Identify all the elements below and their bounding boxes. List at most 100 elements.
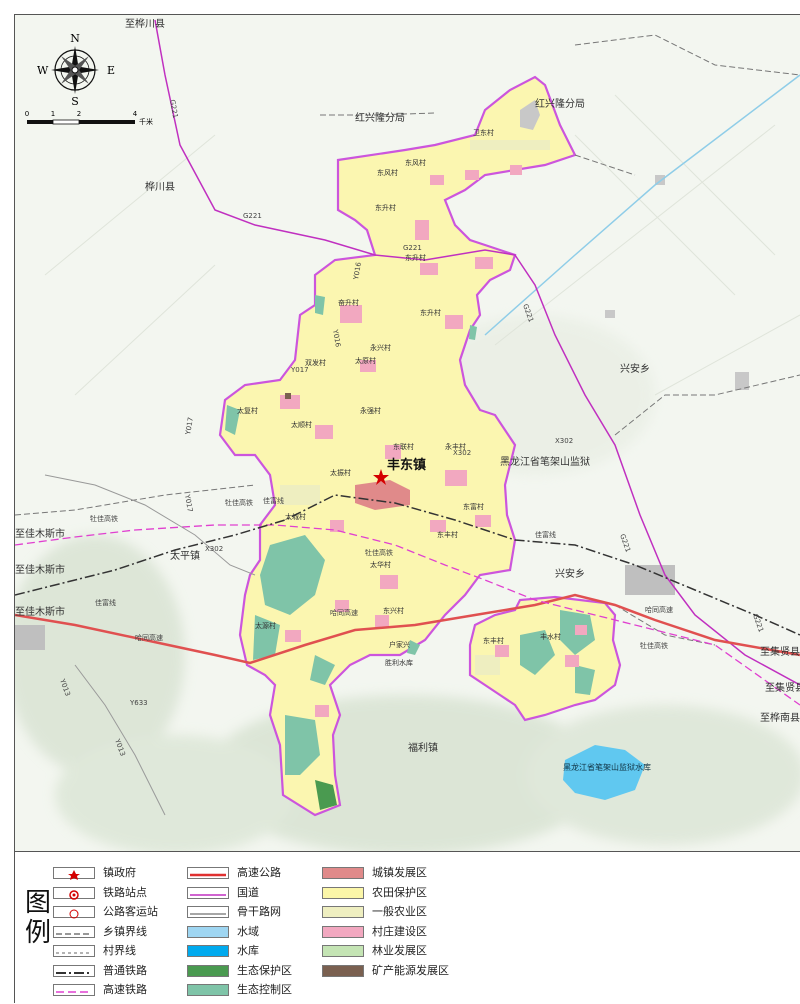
road-y017-2: Y017 [184, 417, 195, 437]
legend-item-label: 村庄建设区 [372, 924, 427, 938]
national-road-icon [187, 886, 229, 899]
compass-e: E [107, 64, 115, 77]
label-huachuan: 桦川县 [145, 180, 175, 193]
legend: 图例 镇政府铁路站点公路客运站乡镇界线村界线普通铁路高速铁路高速公路国道骨干路网… [15, 851, 800, 1004]
legend-item-label: 乡镇界线 [103, 924, 147, 938]
general-agri-areas [280, 140, 550, 675]
village-dongsheng-1: 东升村 [375, 203, 396, 212]
scale-tick-1: 1 [51, 110, 55, 118]
urban-development-area [355, 480, 410, 510]
eco-protection-area [315, 780, 337, 810]
map-canvas: N S E W 0 1 2 4 千米 丰东镇 至桦川县 红兴隆分局 红兴隆分局 … [15, 15, 800, 851]
road-y017-1: Y017 [290, 366, 309, 374]
legend-item-label: 农田保护区 [372, 885, 427, 899]
hsr-label-1: 牡佳高铁 [90, 514, 118, 523]
label-to-jiamusi-3: 至佳木斯市 [15, 605, 65, 618]
village-dongfeng-2: 东风村 [377, 168, 398, 177]
village-donglian: 东联村 [393, 442, 414, 451]
label-to-jixian-2: 至集贤县 [765, 681, 800, 694]
village-taifu: 太复村 [237, 406, 258, 415]
label-fuli: 福利镇 [408, 741, 438, 754]
eco-control-icon [187, 984, 229, 996]
rail-label-1: 佳富线 [95, 598, 116, 607]
legend-title: 图例 [25, 888, 53, 948]
label-xingan-2: 兴安乡 [555, 567, 585, 580]
road-y017-3: Y017 [183, 493, 194, 513]
village-dongfeng-3: 东丰村 [437, 530, 458, 539]
legend-item-label: 生态保护区 [237, 963, 292, 977]
village-construction-areas [280, 165, 587, 717]
exp-label-2: 哈同高速 [330, 608, 358, 617]
village-hujiaxing: 户家兴 [389, 640, 410, 649]
eco-protection-icon [187, 964, 229, 977]
high-speed-rail-icon [53, 984, 95, 996]
legend-title-text: 图例 [25, 888, 52, 948]
legend-item-label: 水域 [237, 924, 259, 938]
legend-item-label: 铁路站点 [103, 885, 147, 899]
village-taishun: 太顺村 [291, 420, 312, 429]
label-hongxinglong-2: 红兴隆分局 [535, 97, 585, 110]
general-agri-icon [322, 906, 364, 918]
label-reservoir: 黑龙江省笔架山监狱水库 [563, 762, 651, 772]
scale-tick-4: 4 [133, 110, 138, 118]
river [484, 74, 800, 336]
legend-item-label: 国道 [237, 885, 259, 899]
legend-item-label: 普通铁路 [103, 963, 147, 977]
township-boundary-icon [53, 925, 95, 938]
town-name: 丰东镇 [387, 457, 426, 473]
legend-item-label: 一般农业区 [372, 905, 427, 918]
reservoir-area [563, 745, 645, 800]
compass-icon [51, 46, 99, 94]
scale-tick-2: 2 [77, 110, 81, 118]
village-boundary-icon [53, 945, 95, 957]
legend-item-label: 高速铁路 [103, 983, 147, 996]
road-y016-1: Y016 [352, 261, 363, 281]
legend-item-label: 矿产能源发展区 [372, 963, 449, 977]
road-y016-2: Y016 [331, 328, 342, 348]
red-star-icon [53, 867, 95, 880]
village-taihua: 太华村 [370, 560, 391, 569]
compass-n: N [70, 32, 80, 45]
water-icon [187, 925, 229, 938]
road-g221-1: G221 [168, 99, 179, 119]
village-yongfeng: 永丰村 [445, 442, 466, 451]
village-dongsheng-2: 东升村 [405, 253, 426, 262]
village-taiyuan-1: 太原村 [355, 356, 376, 365]
village-shuangfa: 双发村 [305, 358, 326, 367]
label-xingan-1: 兴安乡 [620, 362, 650, 375]
label-to-jiamusi-2: 至佳木斯市 [15, 563, 65, 576]
village-dongfengcun: 东丰村 [483, 636, 504, 645]
rail-station-icon [53, 886, 95, 900]
village-yongzhi: 永强村 [360, 406, 381, 415]
legend-item-label: 高速公路 [237, 866, 281, 879]
village-construction-icon [322, 925, 364, 938]
scale-tick-0: 0 [25, 110, 29, 118]
reservoir-icon [187, 945, 229, 957]
village-weidong: 卫东村 [473, 128, 494, 137]
village-qiansheng: 奋升村 [338, 298, 359, 307]
exp-label-3: 哈同高速 [645, 605, 673, 614]
label-hongxinglong-1: 红兴隆分局 [355, 111, 405, 124]
label-shengli-reservoir: 胜利水库 [385, 658, 413, 667]
main-road-icon [187, 906, 229, 918]
railway-icon [53, 964, 95, 977]
road-x302-1: X302 [555, 437, 573, 445]
village-taizhen: 太振村 [330, 468, 351, 477]
rail-label-3: 佳富线 [263, 496, 284, 505]
compass-s: S [71, 95, 79, 108]
village-taiyuan-2: 太源村 [255, 621, 276, 630]
compass-w: W [37, 64, 49, 77]
eco-control-areas [225, 295, 595, 775]
label-to-jiamusi-1: 至佳木斯市 [15, 527, 65, 540]
label-to-jixian-1: 至集贤县 [760, 645, 800, 658]
hsr-label-3: 牡佳高铁 [640, 641, 668, 650]
rail-label-2: 佳富线 [535, 530, 556, 539]
village-dongfu: 东富村 [463, 502, 484, 511]
expressway-icon [187, 867, 229, 879]
label-to-huanan: 至桦南县 [760, 711, 800, 724]
label-prison: 黑龙江省笔架山监狱 [500, 455, 590, 468]
village-taicheng: 太城村 [285, 512, 306, 521]
forestry-icon [322, 945, 364, 957]
legend-item-label: 公路客运站 [103, 905, 158, 918]
legend-item-label: 骨干路网 [237, 905, 281, 918]
